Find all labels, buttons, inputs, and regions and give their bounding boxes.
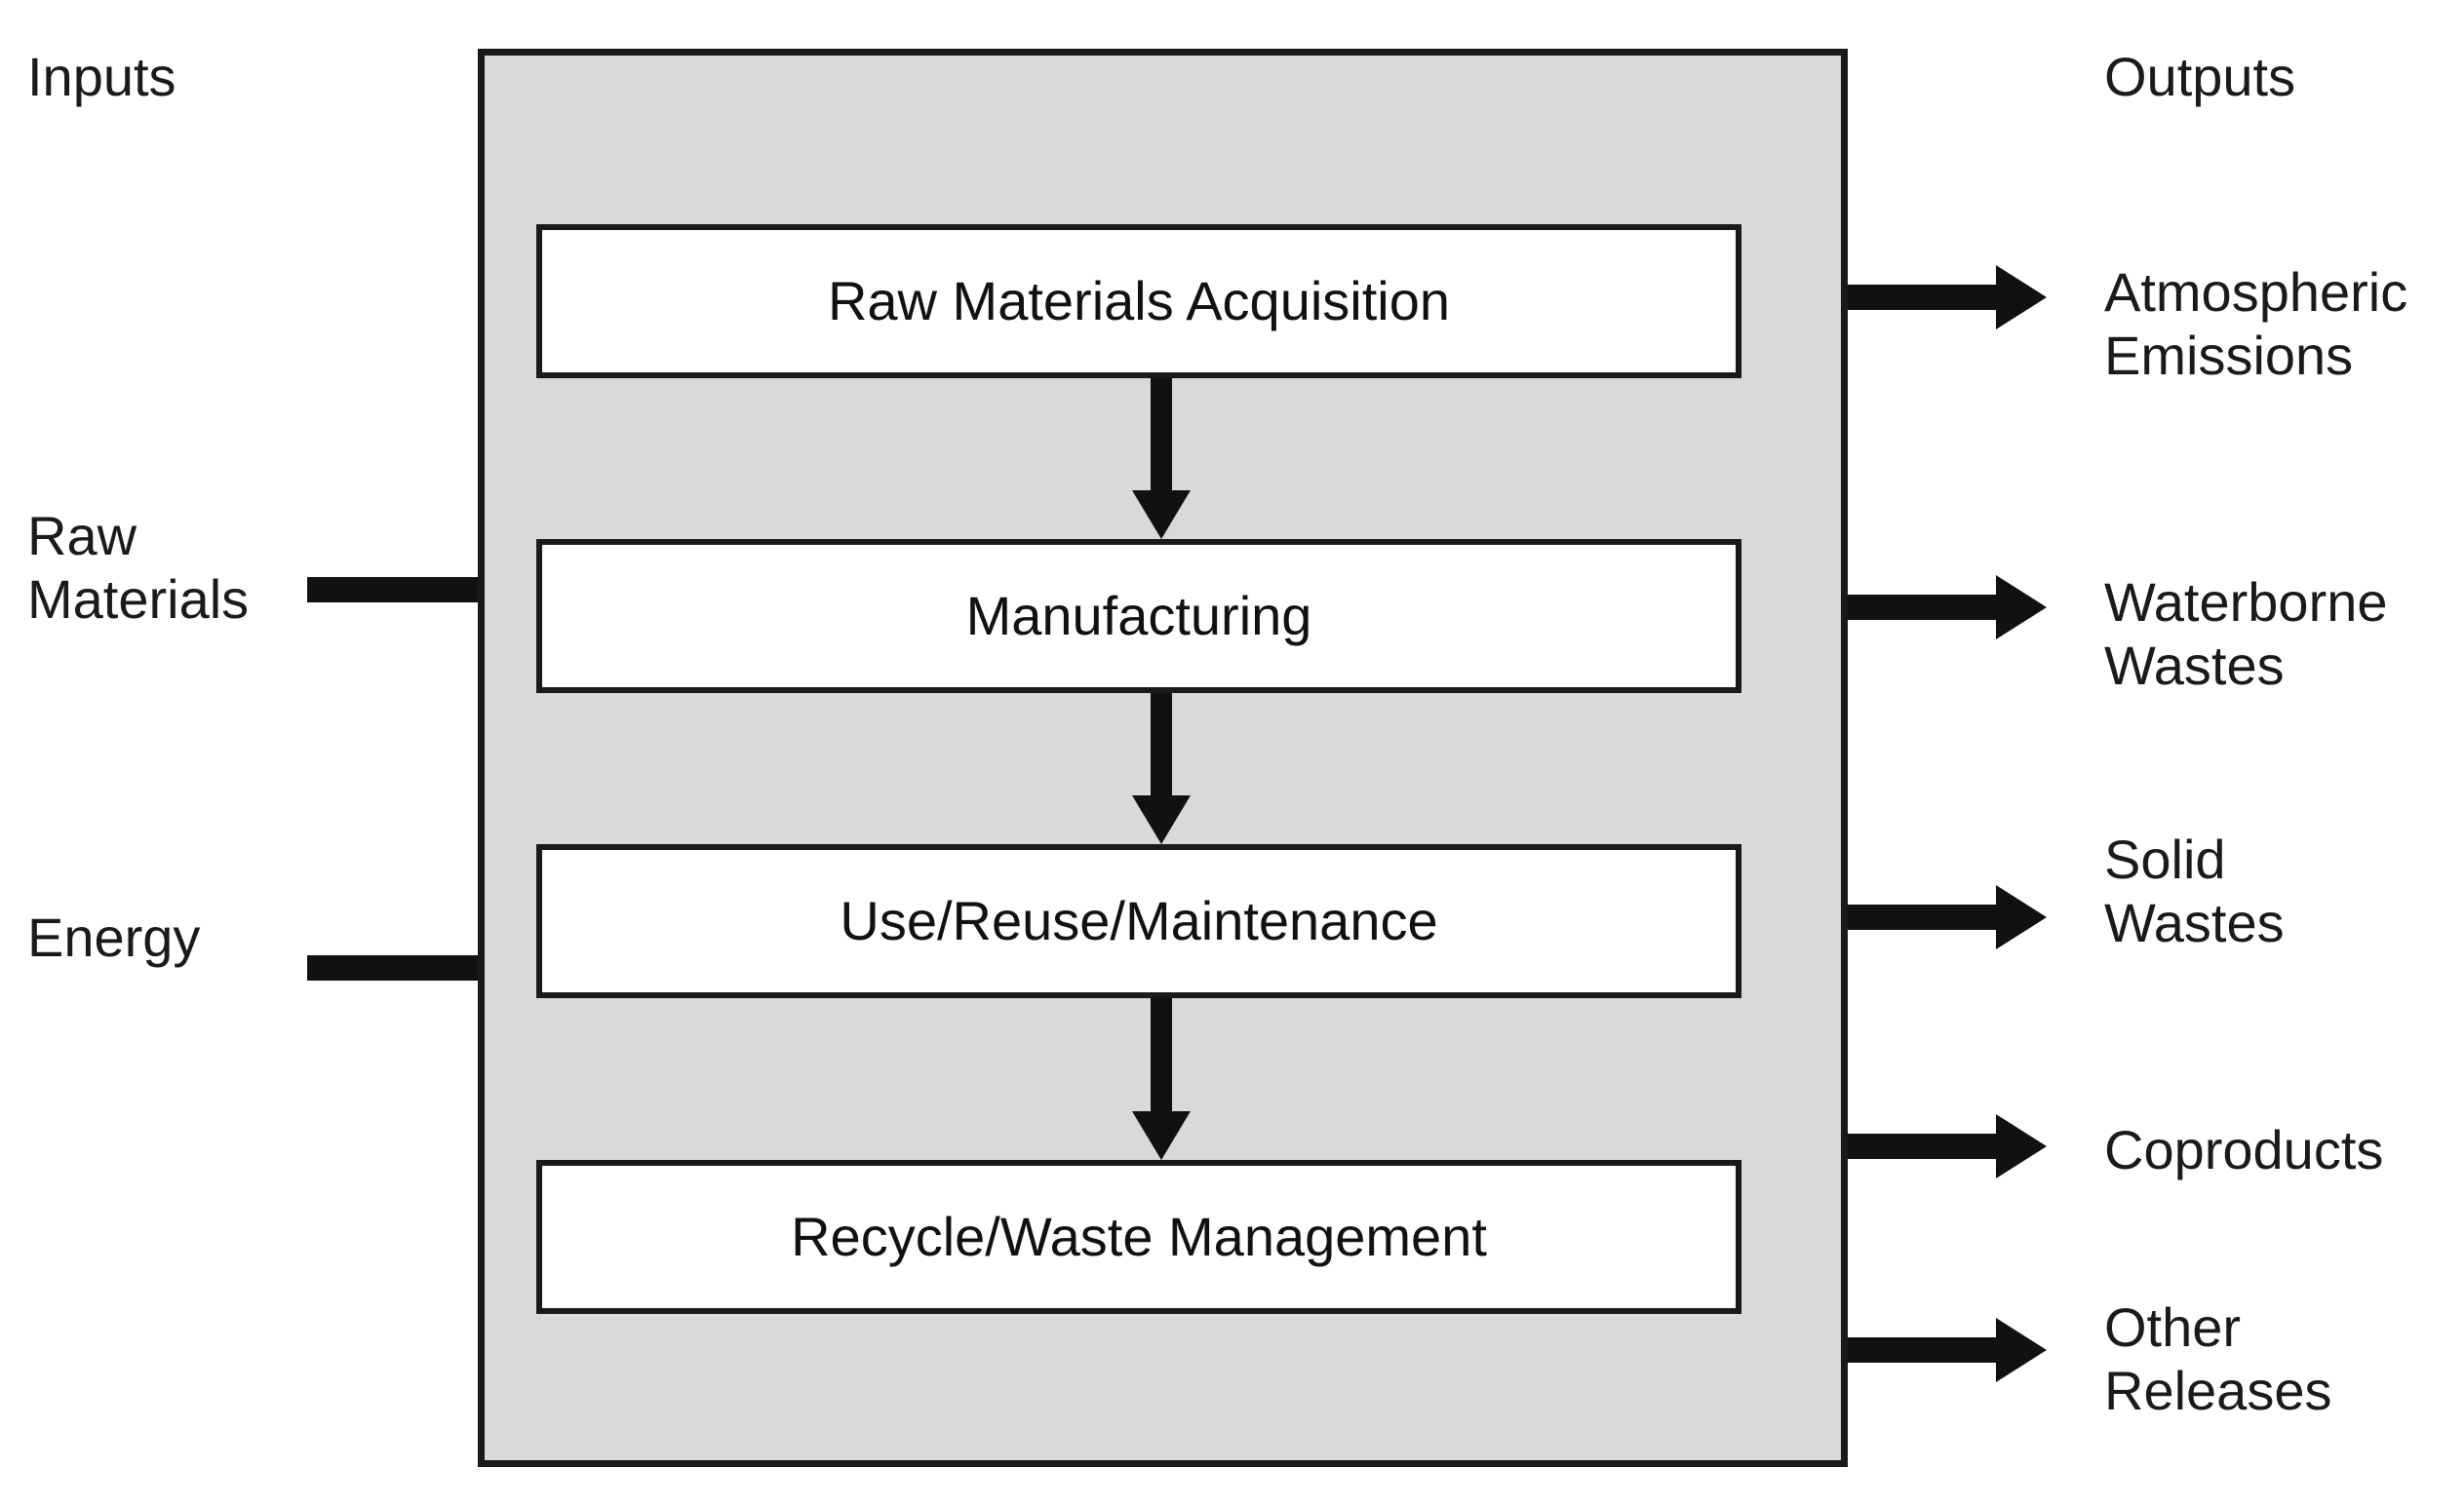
output-label-waterborne-wastes: Waterborne Wastes — [2104, 571, 2388, 696]
arrow-shaft — [307, 577, 492, 602]
arrow-head — [1996, 885, 2047, 949]
input-label-energy: Energy — [27, 907, 201, 968]
arrow-head — [1132, 1111, 1191, 1160]
arrow-head — [1996, 1114, 2047, 1178]
input-label-raw-materials: Raw Materials — [27, 505, 250, 630]
stage-label: Recycle/Waste Management — [791, 1206, 1487, 1267]
stage-box-recycle-waste-management[interactable]: Recycle/Waste Management — [536, 1160, 1741, 1314]
inputs-heading: Inputs — [27, 46, 176, 107]
stage-box-manufacturing[interactable]: Manufacturing — [536, 539, 1741, 693]
arrow-shaft — [1848, 1134, 2004, 1159]
arrow-shaft — [1151, 693, 1172, 800]
flow-arrow-down-icon — [1132, 693, 1191, 844]
arrow-shaft — [1848, 595, 2004, 620]
arrow-shaft — [1848, 905, 2004, 930]
stage-label: Raw Materials Acquisition — [827, 270, 1451, 331]
arrow-head — [1132, 795, 1191, 844]
flow-arrow-down-icon — [1132, 378, 1191, 539]
output-arrow-solid-wastes-icon — [1848, 885, 2051, 949]
arrow-head — [1996, 575, 2047, 639]
arrow-shaft — [1151, 378, 1172, 495]
flow-arrow-down-icon — [1132, 998, 1191, 1160]
output-arrow-coproducts-icon — [1848, 1114, 2051, 1178]
output-arrow-waterborne-wastes-icon — [1848, 575, 2051, 639]
stage-label: Manufacturing — [965, 585, 1312, 646]
arrow-shaft — [307, 955, 492, 981]
arrow-shaft — [1151, 998, 1172, 1115]
arrow-shaft — [1848, 285, 2004, 310]
output-label-coproducts: Coproducts — [2104, 1119, 2384, 1180]
output-arrow-atmospheric-emissions-icon — [1848, 265, 2051, 329]
output-label-solid-wastes: Solid Wastes — [2104, 829, 2285, 953]
arrow-head — [1996, 1318, 2047, 1382]
arrow-head — [1996, 265, 2047, 329]
stage-label: Use/Reuse/Maintenance — [840, 890, 1438, 951]
stage-box-use-reuse-maintenance[interactable]: Use/Reuse/Maintenance — [536, 844, 1741, 998]
outputs-heading: Outputs — [2104, 46, 2296, 107]
output-label-atmospheric-emissions: Atmospheric Emissions — [2104, 261, 2408, 386]
arrow-head — [1132, 490, 1191, 539]
output-label-other-releases: Other Releases — [2104, 1296, 2332, 1421]
stage-box-raw-materials-acquisition[interactable]: Raw Materials Acquisition — [536, 224, 1741, 378]
output-arrow-other-releases-icon — [1848, 1318, 2051, 1382]
arrow-shaft — [1848, 1337, 2004, 1363]
